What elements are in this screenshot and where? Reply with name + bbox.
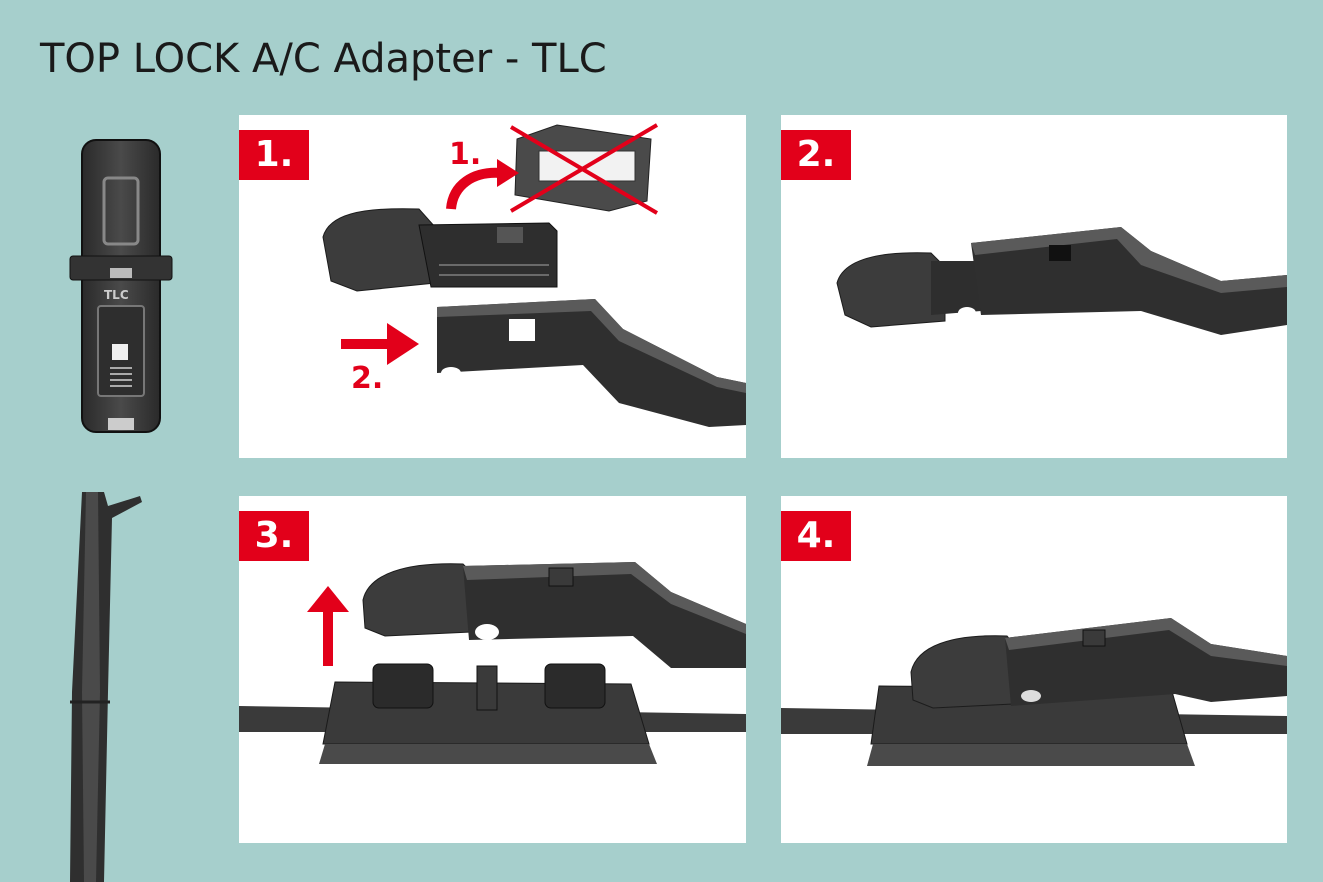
wiper-arm-view	[60, 492, 150, 882]
cross-mark	[509, 123, 659, 215]
page-title: TOP LOCK A/C Adapter - TLC	[40, 36, 607, 82]
step-3-panel: 3.	[239, 496, 746, 843]
step-4-badge: 4.	[781, 511, 851, 561]
curved-arrow-icon	[446, 167, 502, 210]
step-4-panel: 4.	[781, 496, 1287, 843]
step-3-badge: 3.	[239, 511, 309, 561]
step-2-panel: 2.	[781, 115, 1287, 458]
step-1-sub-label-1: 1.	[449, 137, 482, 172]
step-1-badge: 1.	[239, 130, 309, 180]
step-1-panel: 1. 1. 2.	[239, 115, 746, 458]
step-2-badge: 2.	[781, 130, 851, 180]
up-arrow-icon	[323, 608, 333, 666]
adapter-top-view: TLC	[66, 138, 176, 438]
tlc-mark: TLC	[104, 288, 129, 302]
step-1-sub-label-2: 2.	[351, 361, 384, 396]
straight-arrow-icon	[341, 339, 391, 349]
